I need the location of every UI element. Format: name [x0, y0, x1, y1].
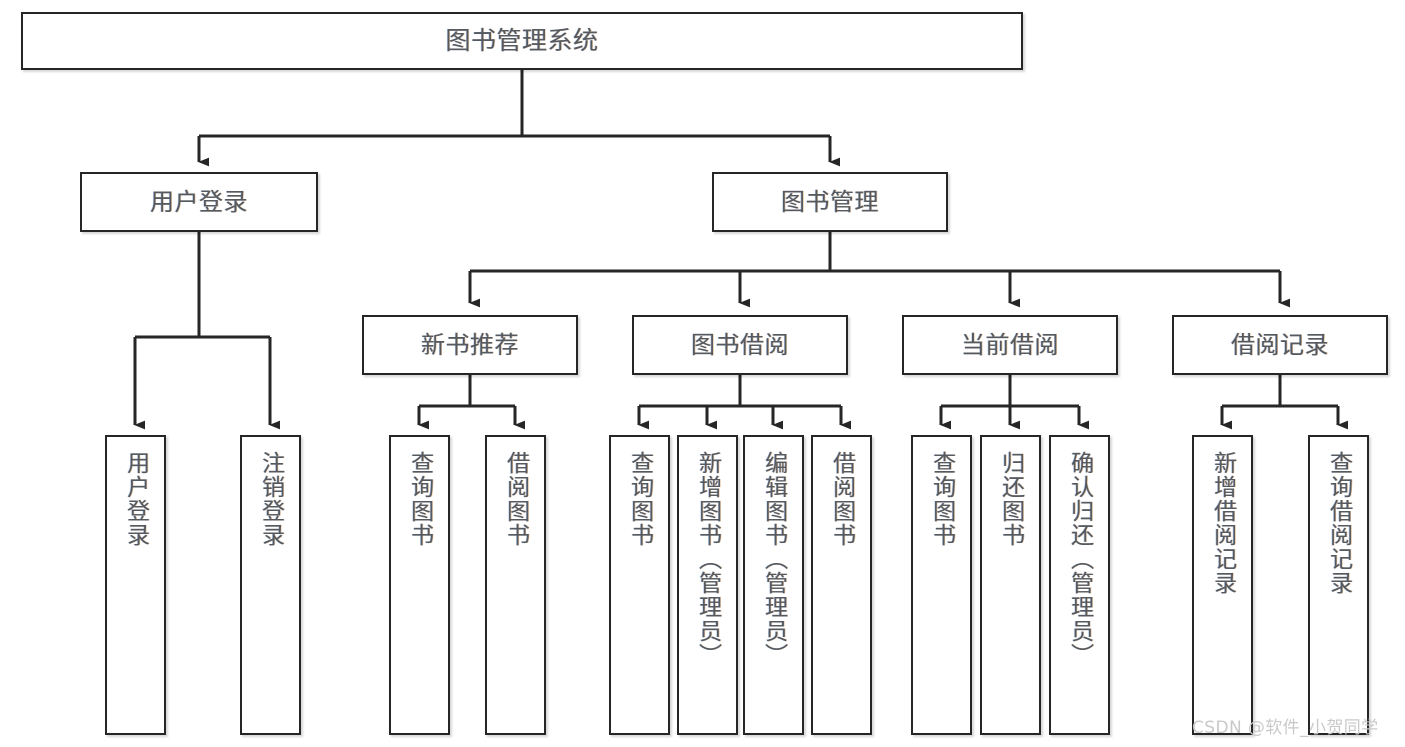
node-label: 归还图书 — [997, 451, 1024, 547]
node-label: 新增图书（管理员） — [694, 451, 721, 667]
node-leaf-borrow-record-query[interactable]: 查询借阅记录 — [1308, 435, 1369, 735]
node-label: 图书管理系统 — [445, 26, 599, 55]
node-user-login[interactable]: 用户登录 — [80, 172, 318, 232]
node-leaf-new-book-query[interactable]: 查询图书 — [389, 435, 450, 735]
node-current-borrow[interactable]: 当前借阅 — [902, 315, 1118, 375]
node-leaf-book-borrow-borrow[interactable]: 借阅图书 — [811, 435, 872, 735]
node-label: 查询借阅记录 — [1325, 451, 1352, 595]
node-leaf-new-book-borrow[interactable]: 借阅图书 — [485, 435, 546, 735]
node-root-system[interactable]: 图书管理系统 — [21, 12, 1023, 70]
node-label: 查询图书 — [928, 451, 955, 547]
node-label: 编辑图书（管理员） — [760, 451, 787, 667]
node-leaf-current-borrow-query[interactable]: 查询图书 — [911, 435, 972, 735]
node-label: 用户登录 — [122, 451, 149, 547]
node-label: 新书推荐 — [421, 330, 519, 359]
watermark-text: CSDN @软件_小贺同学 — [1192, 718, 1379, 738]
node-leaf-user-login-signout[interactable]: 注销登录 — [240, 435, 301, 735]
node-label: 用户登录 — [150, 187, 248, 216]
node-leaf-user-login-signin[interactable]: 用户登录 — [105, 435, 166, 735]
node-label: 图书管理 — [781, 187, 879, 216]
node-label: 新增借阅记录 — [1209, 451, 1236, 595]
node-label: 图书借阅 — [691, 330, 789, 359]
node-label: 确认归还（管理员） — [1066, 451, 1093, 667]
node-leaf-borrow-record-add[interactable]: 新增借阅记录 — [1192, 435, 1253, 735]
node-leaf-book-borrow-query[interactable]: 查询图书 — [609, 435, 670, 735]
node-label: 注销登录 — [257, 451, 284, 547]
node-leaf-current-borrow-confirm-return[interactable]: 确认归还（管理员） — [1049, 435, 1110, 735]
node-label: 借阅图书 — [828, 451, 855, 547]
node-new-book-recommend[interactable]: 新书推荐 — [362, 315, 578, 375]
node-label: 当前借阅 — [961, 330, 1059, 359]
node-label: 借阅图书 — [502, 451, 529, 547]
node-borrow-record[interactable]: 借阅记录 — [1172, 315, 1388, 375]
node-label: 查询图书 — [626, 451, 653, 547]
node-book-management[interactable]: 图书管理 — [712, 172, 948, 232]
node-leaf-current-borrow-return[interactable]: 归还图书 — [980, 435, 1041, 735]
node-leaf-book-borrow-edit[interactable]: 编辑图书（管理员） — [743, 435, 804, 735]
node-book-borrow[interactable]: 图书借阅 — [632, 315, 848, 375]
node-label: 查询图书 — [406, 451, 433, 547]
node-label: 借阅记录 — [1231, 330, 1329, 359]
node-leaf-book-borrow-add[interactable]: 新增图书（管理员） — [677, 435, 738, 735]
